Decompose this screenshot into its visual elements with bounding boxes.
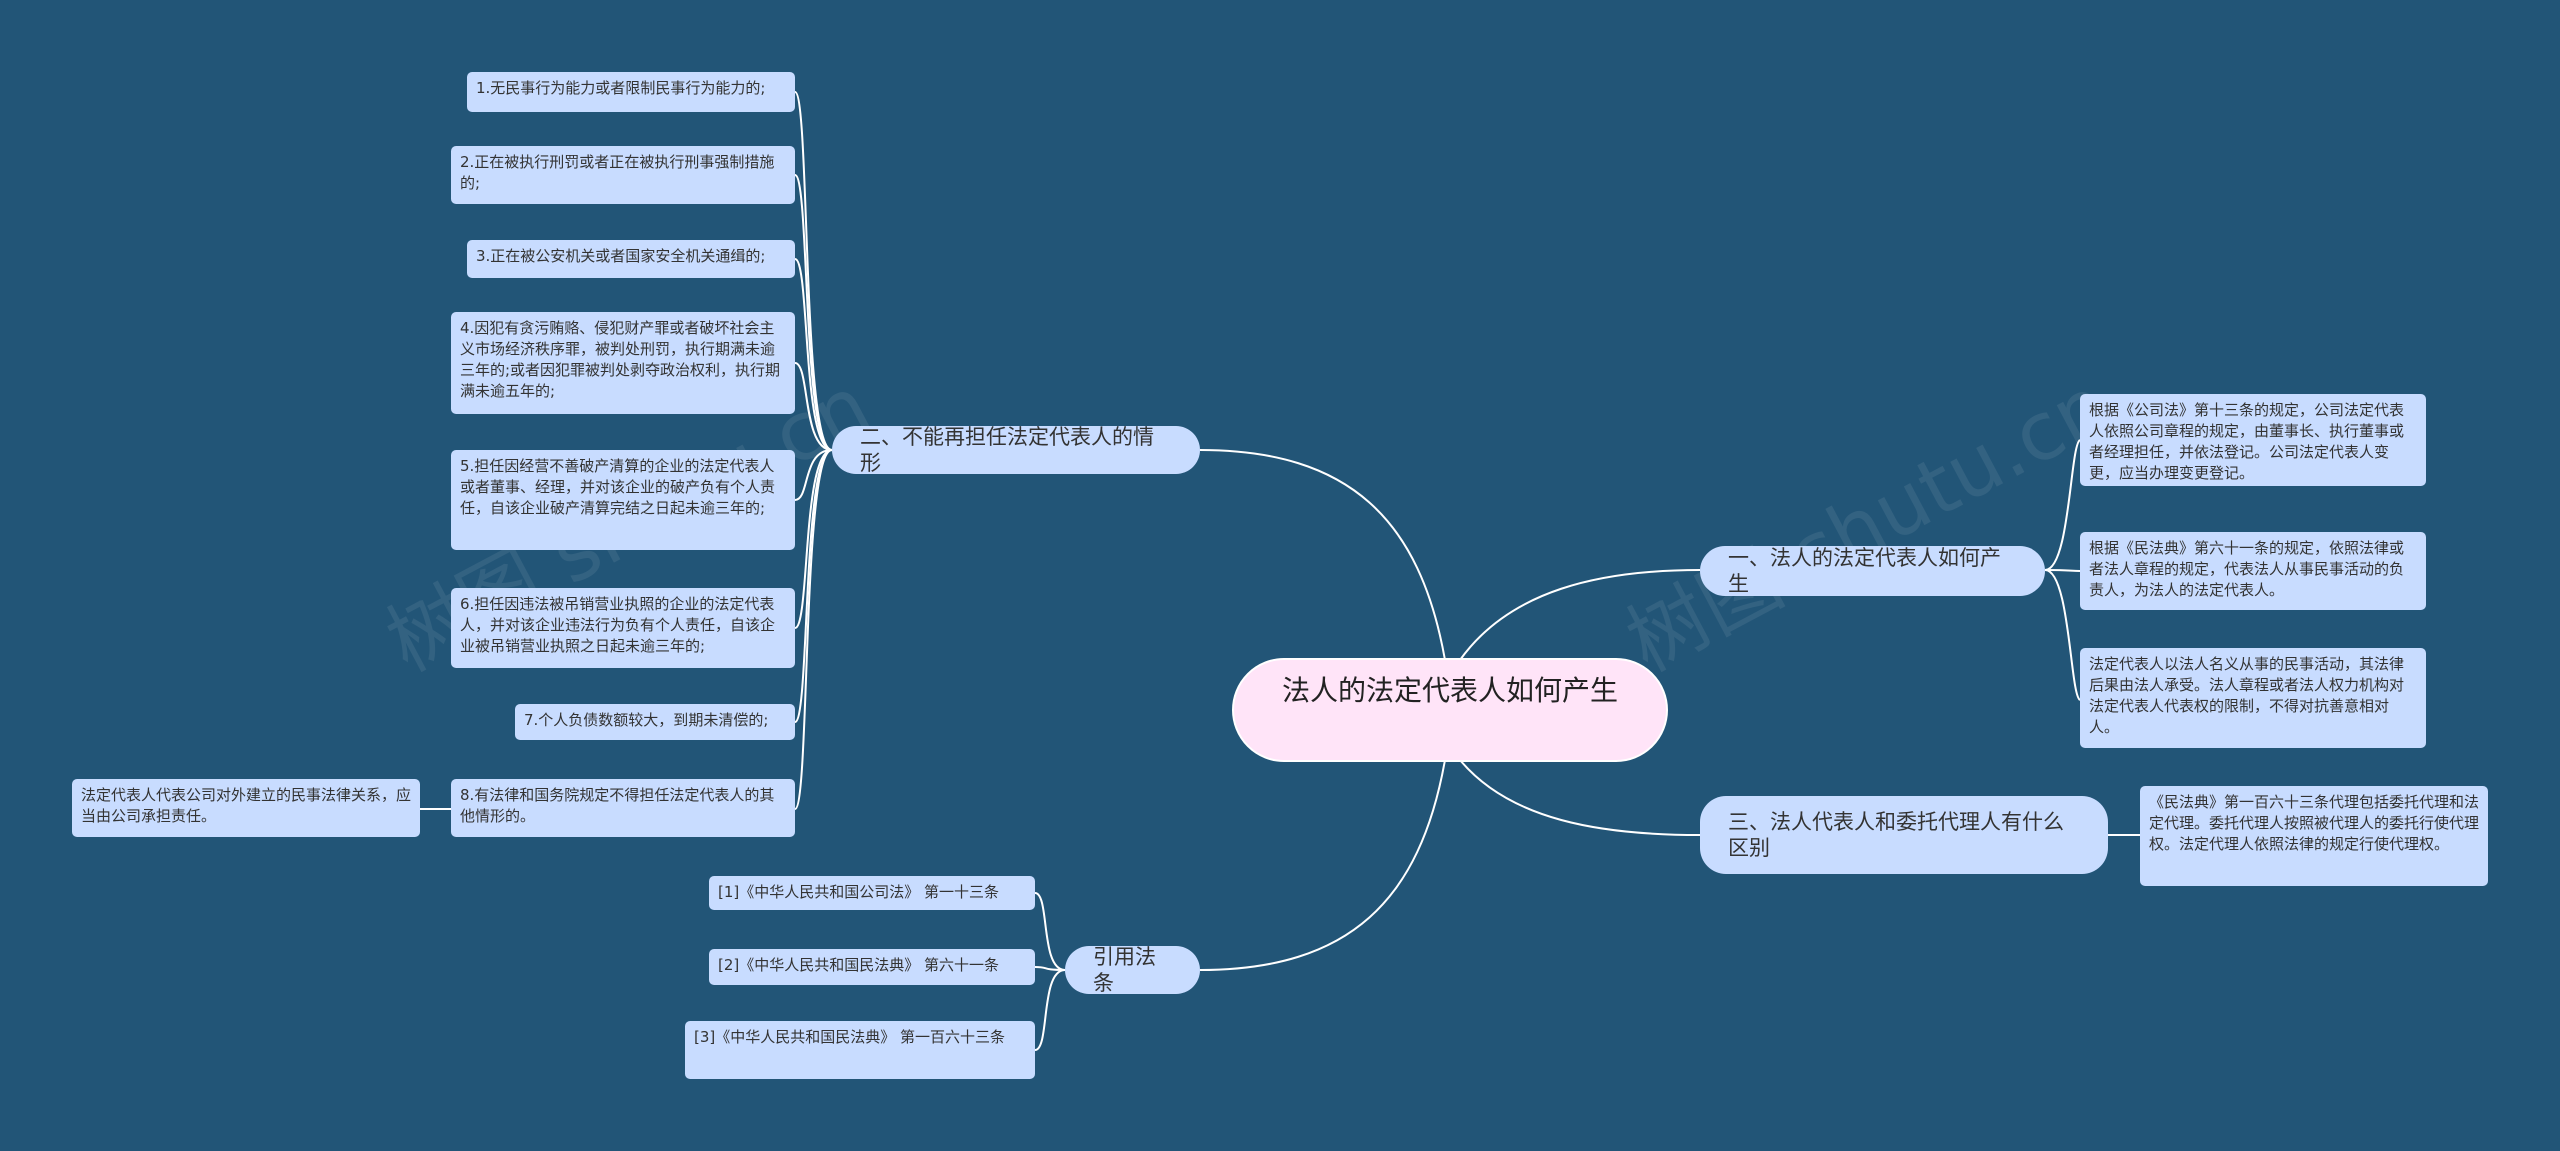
link-b2-leaf-5 <box>794 449 833 501</box>
branch-4-leaf-3[interactable]: [3]《中华人民共和国民法典》 第一百六十三条 <box>685 1021 1035 1079</box>
link-b2-leaf-6 <box>794 449 833 629</box>
branch-2-leaf-6[interactable]: 6.担任因违法被吊销营业执照的企业的法定代表人，并对该企业违法行为负有个人责任，… <box>451 588 795 668</box>
branch-2-leaf-3[interactable]: 3.正在被公安机关或者国家安全机关通缉的; <box>467 240 795 278</box>
root-node[interactable]: 法人的法定代表人如何产生 <box>1232 658 1668 762</box>
branch-2-leaf-4[interactable]: 4.因犯有贪污贿赂、侵犯财产罪或者破坏社会主义市场经济秩序罪，被判处刑罚，执行期… <box>451 312 795 414</box>
link-b4-leaf-3 <box>1034 969 1066 1051</box>
branch-node-4[interactable]: 引用法条 <box>1065 945 1200 995</box>
branch-4-leaf-2[interactable]: [2]《中华人民共和国民法典》 第六十一条 <box>709 949 1035 985</box>
link-root-b3 <box>1459 759 1701 836</box>
link-root-b4 <box>1199 759 1446 971</box>
branch-2-leaf-8[interactable]: 8.有法律和国务院规定不得担任法定代表人的其他情形的。 <box>451 779 795 837</box>
branch-2-leaf-1[interactable]: 1.无民事行为能力或者限制民事行为能力的; <box>467 72 795 112</box>
link-root-b2 <box>1199 449 1446 661</box>
link-b1-leaf-2 <box>2044 569 2081 572</box>
branch-2-leaf-7[interactable]: 7.个人负债数额较大，到期未清偿的; <box>515 704 795 740</box>
link-b2-leaf-4 <box>794 362 833 451</box>
link-b2-leaf-8 <box>794 449 833 810</box>
branch-node-1[interactable]: 一、法人的法定代表人如何产生 <box>1700 546 2045 596</box>
branch-2-leaf-2[interactable]: 2.正在被执行刑罚或者正在被执行刑事强制措施的; <box>451 146 795 204</box>
branch-2-subleaf[interactable]: 法定代表人代表公司对外建立的民事法律关系，应当由公司承担责任。 <box>72 779 420 837</box>
link-root-b1 <box>1459 569 1701 661</box>
link-b4-leaf-1 <box>1034 892 1066 971</box>
link-b1-leaf-1 <box>2044 439 2081 571</box>
link-b2-leaf-7 <box>794 449 833 723</box>
link-b2-leaf-1 <box>794 91 833 451</box>
link-b2-leaf-3 <box>794 258 833 451</box>
branch-1-leaf-3[interactable]: 法定代表人以法人名义从事的民事活动，其法律后果由法人承受。法人章程或者法人权力机… <box>2080 648 2426 748</box>
branch-1-leaf-2[interactable]: 根据《民法典》第六十一条的规定，依照法律或者法人章程的规定，代表法人从事民事活动… <box>2080 532 2426 610</box>
branch-node-3[interactable]: 三、法人代表人和委托代理人有什么区别 <box>1700 796 2108 874</box>
branch-2-leaf-5[interactable]: 5.担任因经营不善破产清算的企业的法定代表人或者董事、经理，并对该企业的破产负有… <box>451 450 795 550</box>
link-b2-leaf-2 <box>794 174 833 451</box>
branch-4-leaf-1[interactable]: [1]《中华人民共和国公司法》 第一十三条 <box>709 876 1035 910</box>
link-b1-leaf-3 <box>2044 569 2081 701</box>
link-b4-leaf-2 <box>1034 966 1066 971</box>
branch-3-leaf-1[interactable]: 《民法典》第一百六十三条代理包括委托代理和法定代理。委托代理人按照被代理人的委托… <box>2140 786 2488 886</box>
branch-node-2[interactable]: 二、不能再担任法定代表人的情形 <box>832 425 1200 475</box>
branch-1-leaf-1[interactable]: 根据《公司法》第十三条的规定，公司法定代表人依照公司章程的规定，由董事长、执行董… <box>2080 394 2426 486</box>
